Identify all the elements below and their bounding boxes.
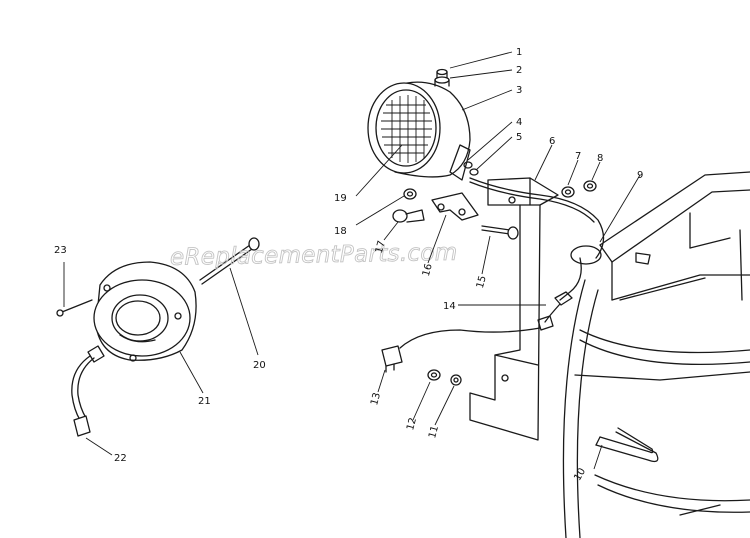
machine-body-outline — [562, 171, 750, 538]
work-light-assembly — [367, 68, 479, 181]
callout-3: 3 — [516, 85, 522, 96]
reflector-light-assembly — [56, 237, 260, 437]
callout-6: 6 — [549, 136, 555, 147]
callout-15: 15 — [475, 274, 489, 289]
callout-4: 4 — [516, 117, 522, 128]
callout-21: 21 — [198, 396, 211, 407]
callout-12: 12 — [405, 417, 419, 432]
callout-10: 10 — [572, 466, 588, 483]
callout-17: 17 — [374, 239, 388, 254]
callout-14: 14 — [443, 301, 456, 312]
callout-11: 11 — [427, 425, 441, 440]
watermark: eReplacementParts.com — [170, 240, 458, 271]
light-bracket — [392, 177, 597, 441]
callout-16: 16 — [421, 262, 435, 277]
wire-harness — [381, 177, 605, 373]
u-bolt — [595, 427, 659, 463]
callout-leaders — [63, 51, 641, 470]
callout-5: 5 — [516, 132, 522, 143]
callout-9: 9 — [637, 170, 643, 181]
callout-18: 18 — [334, 226, 347, 237]
callout-1: 1 — [516, 47, 522, 58]
callout-2: 2 — [516, 65, 522, 76]
callout-7: 7 — [575, 151, 581, 162]
callout-22: 22 — [114, 453, 127, 464]
callout-13: 13 — [369, 392, 383, 407]
callout-8: 8 — [597, 153, 603, 164]
callout-23: 23 — [54, 245, 67, 256]
callout-19: 19 — [334, 193, 347, 204]
callout-20: 20 — [253, 360, 266, 371]
lens-grid — [381, 95, 432, 163]
